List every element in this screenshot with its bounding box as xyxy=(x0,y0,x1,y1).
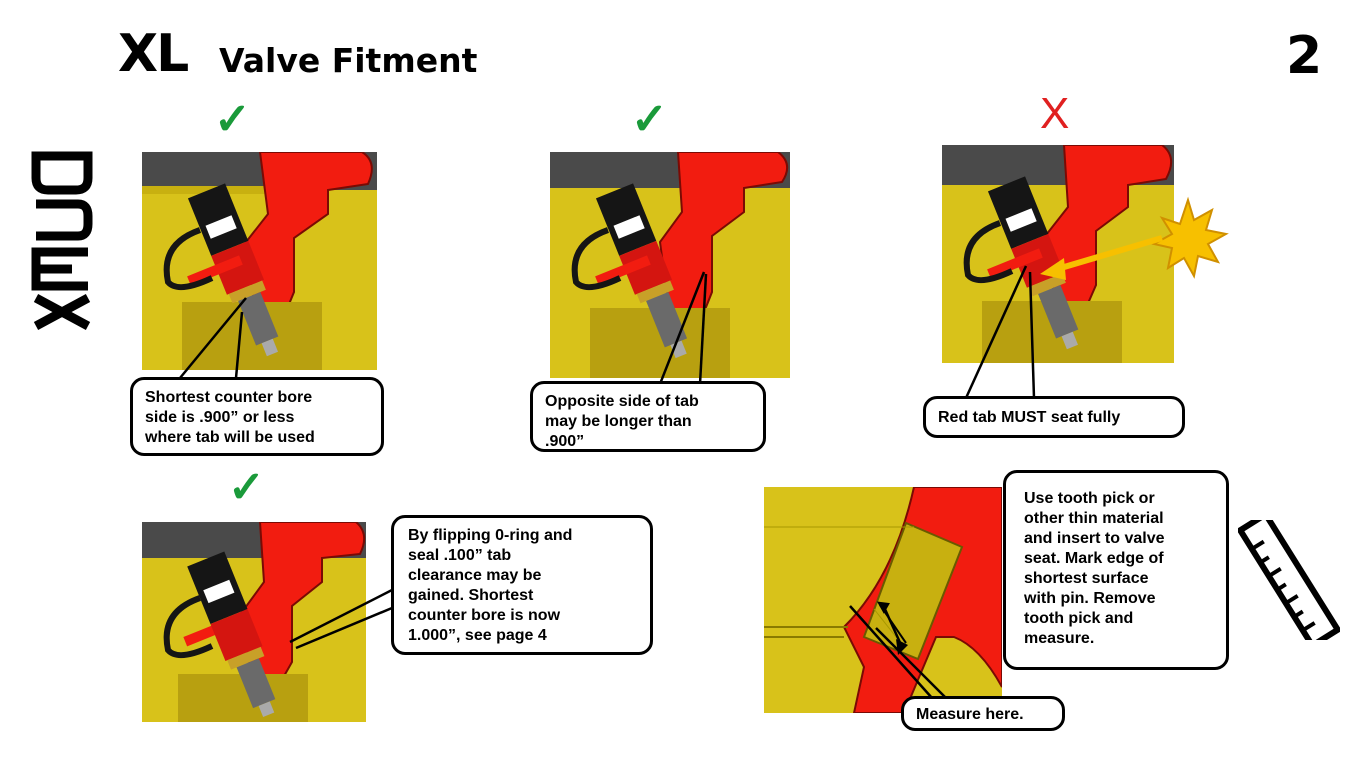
callout-shortest-bore: Shortest counter bore side is .900” or l… xyxy=(130,377,384,456)
page-title: Valve Fitment xyxy=(219,41,478,80)
callout-tooth-pick: Use tooth pick or other thin material an… xyxy=(1003,470,1229,670)
callout-red-tab: Red tab MUST seat fully xyxy=(923,396,1185,438)
callout-flip-oring: By flipping 0-ring and seal .100” tab cl… xyxy=(391,515,653,655)
callout-measure-here: Measure here. xyxy=(901,696,1065,731)
title-xl: XL xyxy=(118,24,189,84)
callout-opposite-side: Opposite side of tab may be longer than … xyxy=(530,381,766,452)
burst-icon xyxy=(1151,196,1229,279)
valve-diagram-1 xyxy=(142,152,377,370)
check-mark-icon: ✓ xyxy=(228,463,265,512)
page-number: 2 xyxy=(1286,26,1323,86)
measure-closeup-diagram xyxy=(764,487,1002,713)
check-mark-icon: ✓ xyxy=(631,95,668,144)
xmud-logo xyxy=(31,151,93,330)
impact-arrow-icon xyxy=(1040,196,1229,280)
ruler-icon xyxy=(1238,520,1340,640)
valve-diagram-4 xyxy=(142,522,366,722)
valve-diagram-2 xyxy=(550,152,790,378)
valve-diagram-3 xyxy=(942,145,1174,363)
cross-mark-icon: X xyxy=(1040,89,1070,138)
check-mark-icon: ✓ xyxy=(214,95,251,144)
